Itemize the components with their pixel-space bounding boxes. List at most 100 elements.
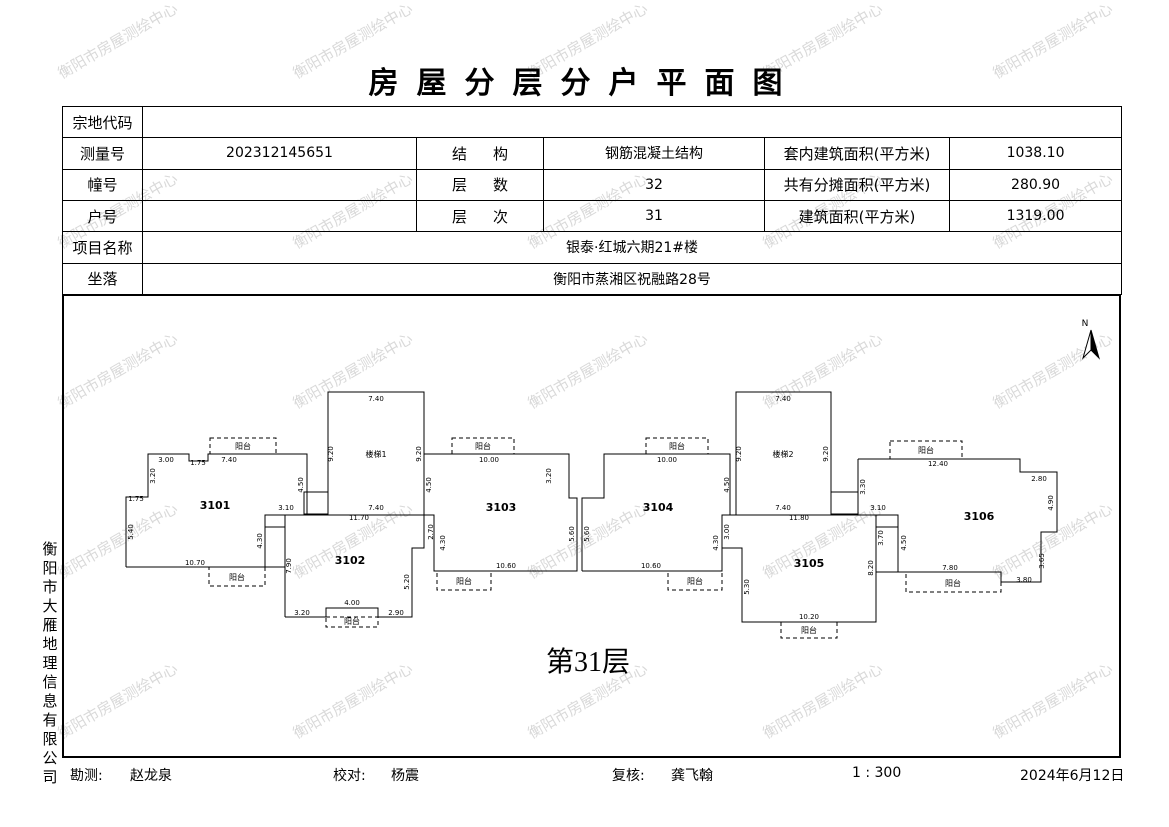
dimension-label: 5.40 [127,524,135,540]
dimension-label: 7.80 [942,564,958,572]
north-label: N [1082,319,1089,329]
total-area-value: 1319.00 [948,199,1123,233]
unit-3106-outline [857,458,1058,583]
dimension-label: 3.10 [870,504,886,512]
dimension-label: 4.50 [425,477,433,493]
dimension-label: 4.50 [297,477,305,493]
balcony-outline [667,570,723,591]
dimension-label: 5.60 [568,526,576,542]
balcony-outline [780,621,838,639]
dimension-label: 7.40 [368,395,384,403]
dimension-label: 3.00 [723,524,731,540]
balcony-outline [889,440,963,460]
table-row: 坐落 衡阳市蒸湘区祝融路28号 [62,262,1123,296]
unit-3102-outline [284,514,425,618]
dimension-label: 10.00 [479,456,499,464]
survey-name: 赵龙泉 [130,768,172,784]
core-box [303,491,329,515]
scale-label: 1 : 300 [852,765,902,781]
page-title: 房屋分层分户平面图 [368,66,801,101]
dimension-label: 10.60 [496,562,516,570]
dimension-label: 5.20 [403,574,411,590]
inner-area-value: 1038.10 [948,137,1123,170]
unit-3101-outline [125,453,308,568]
balcony-label: 阳台 [687,576,703,586]
unit-number-3103: 3103 [486,501,517,514]
unit-3104-outline [581,453,731,572]
check-name: 杨震 [391,768,419,784]
company-char: 市 [42,578,58,596]
unit-number-3106: 3106 [964,510,995,523]
balcony-outline [209,437,277,455]
balcony-outline [645,437,709,455]
review-name: 龚飞翰 [671,768,713,784]
dimension-label: 9.20 [327,446,335,462]
dimension-label: 7.40 [775,504,791,512]
table-row: 幢号 层数 32 共有分摊面积(平方米) 280.90 [62,168,1123,201]
floor-no-label: 层次 [416,199,544,233]
core-box [264,526,286,568]
dimension-label: 7.40 [775,395,791,403]
date-label: 2024年6月12日 [1020,768,1125,784]
dimension-label: 11.80 [789,514,809,522]
core-box [830,491,859,515]
structure-label: 结构 [416,137,544,170]
dimension-label: 1.75 [190,459,206,467]
dimension-label: 10.70 [185,559,205,567]
company-char: 大 [42,597,58,615]
company-char: 地 [42,635,58,653]
location-value: 衡阳市蒸湘区祝融路28号 [141,262,1123,296]
company-char: 衡 [42,540,58,558]
dimension-label: 11.70 [349,514,369,522]
north-arrow-icon: N [1082,319,1101,360]
dimension-label: 7.40 [221,456,237,464]
balcony-outline [436,570,492,591]
balcony-label: 阳台 [456,576,472,586]
balcony-outline [325,616,379,628]
dimension-label: 9.20 [735,446,743,462]
dimension-label: 2.90 [388,609,404,617]
zong-di-label: 宗地代码 [62,105,143,139]
dimension-label: 3.70 [877,530,885,546]
unit-number-3101: 3101 [200,499,231,512]
zong-di-value [141,105,1123,139]
floor-label: 第31层 [546,647,631,678]
dimension-label: 4.30 [439,535,447,551]
floors-value: 32 [543,168,765,201]
dimension-label: 5.30 [743,579,751,595]
unit-3103-outline [423,453,578,572]
dimension-label: 10.00 [657,456,677,464]
unit-value [142,199,417,233]
dimension-label: 3.65 [1038,553,1046,569]
dimension-label: 3.80 [1016,576,1032,584]
balcony-label: 阳台 [344,616,360,626]
info-table: 宗地代码 测量号 202312145651 结构 钢筋混凝土结构 套内建筑面积(… [62,105,1123,296]
dimension-label: 4.90 [1047,495,1055,511]
structure-value: 钢筋混凝土结构 [543,137,765,170]
company-char: 雁 [42,616,58,634]
check-label: 校对: [333,768,366,784]
dimension-label: 9.20 [822,446,830,462]
dimension-label: 7.40 [368,504,384,512]
shared-area-label: 共有分摊面积(平方米) [764,168,950,201]
survey-label: 勘测: [70,768,103,784]
dimension-label: 1.75 [128,495,144,503]
company-name: 衡 阳 市 大 雁 地 理 信 息 有 限 公 司 [40,540,60,787]
company-char: 信 [42,673,58,691]
company-char: 限 [42,730,58,748]
dimension-label: 10.20 [799,613,819,621]
balcony-label: 阳台 [801,625,817,635]
company-char: 司 [42,768,58,786]
balcony-label: 阳台 [669,441,685,451]
total-area-label: 建筑面积(平方米) [764,199,950,233]
company-char: 公 [42,749,58,767]
unit-number-3104: 3104 [643,501,674,514]
company-char: 阳 [42,559,58,577]
core-box [875,526,899,573]
review-label: 复核: [612,768,645,784]
dimension-label: 8.20 [867,560,875,576]
project-label: 项目名称 [62,231,143,264]
unit-number-3102: 3102 [335,554,366,567]
balcony-outline [451,437,515,455]
